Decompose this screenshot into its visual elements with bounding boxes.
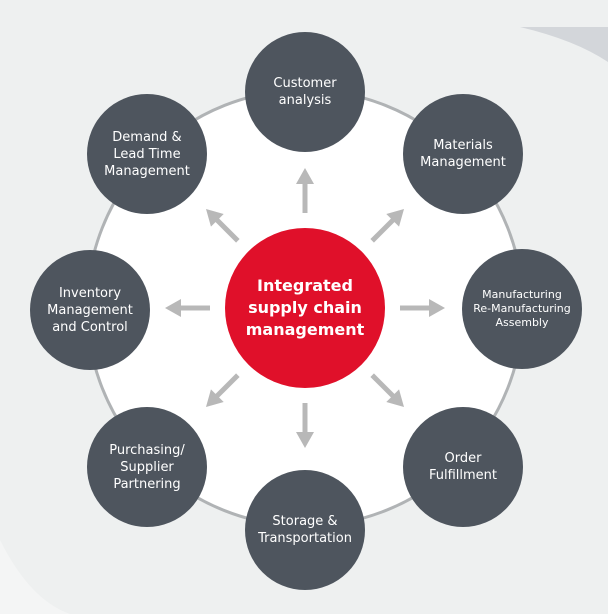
arrow-shaft — [370, 215, 398, 243]
decorative-shape — [520, 27, 608, 62]
center-integrated-supply-chain: Integrated supply chain management — [225, 228, 385, 388]
node-demand-lead-time: Demand & Lead Time Management — [87, 94, 207, 214]
arrow-head-icon — [429, 299, 445, 317]
arrow-shaft — [212, 215, 240, 243]
arrow-head-icon — [165, 299, 181, 317]
arrow-head-icon — [296, 432, 314, 448]
arrow-head-icon — [206, 209, 224, 227]
node-purchasing: Purchasing/ Supplier Partnering — [87, 407, 207, 527]
arrow-head-icon — [386, 209, 404, 227]
arrow-head-icon — [296, 168, 314, 184]
node-materials-management: Materials Management — [403, 94, 523, 214]
node-inventory-management: Inventory Management and Control — [30, 250, 150, 370]
node-manufacturing: Manufacturing Re-Manufacturing Assembly — [462, 249, 582, 369]
arrow-head-icon — [386, 389, 404, 407]
arrow-shaft — [212, 373, 240, 401]
arrow-shaft — [370, 373, 398, 401]
node-storage-transportation: Storage & Transportation — [245, 470, 365, 590]
node-customer-analysis: Customer analysis — [245, 32, 365, 152]
arrow-head-icon — [206, 389, 224, 407]
node-order-fulfillment: Order Fulfillment — [403, 407, 523, 527]
